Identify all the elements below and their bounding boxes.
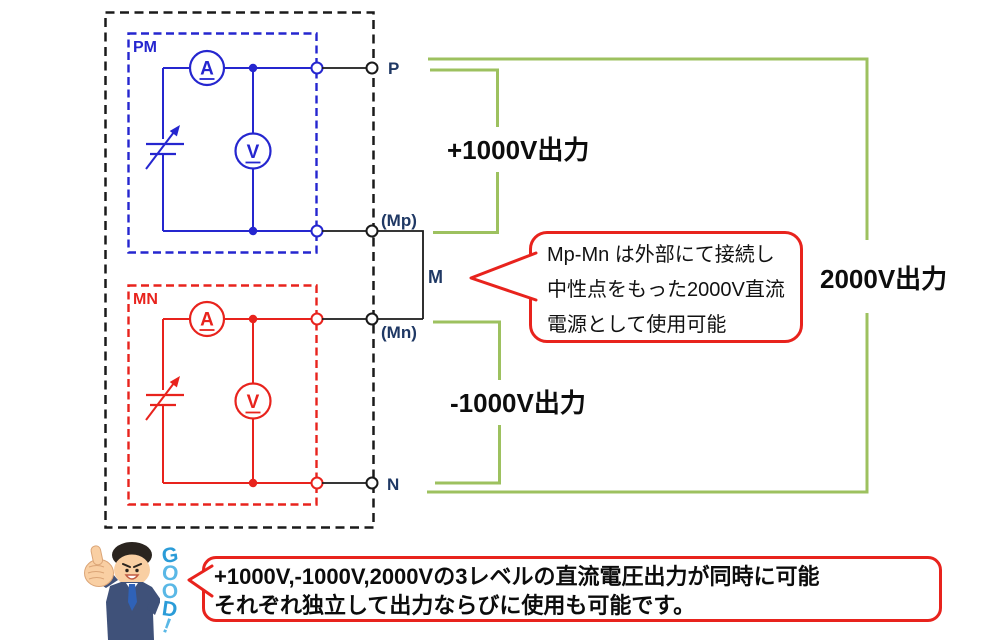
- outer-enclosure-box: [104, 11, 375, 529]
- terminal-mn: [365, 312, 379, 326]
- terminal-label-m: M: [428, 267, 443, 287]
- callout-line: 中性点をもった2000V直流: [547, 279, 785, 301]
- output-brackets: [427, 57, 869, 494]
- pm-unit: PM A V: [127, 32, 324, 254]
- mn-junction-dot: [248, 314, 258, 324]
- pm-voltmeter-label: V: [247, 142, 260, 163]
- bracket-minus-1000: [433, 320, 501, 485]
- mn-adjust-arrow: [145, 382, 175, 421]
- pm-ammeter-icon: [188, 49, 226, 87]
- bracket-2000: [427, 57, 869, 494]
- mn-box: [127, 284, 318, 506]
- pm-junction-dot: [248, 63, 258, 73]
- mn-voltmeter-icon: [234, 382, 272, 420]
- bracket-plus-1000: [430, 68, 499, 234]
- person-finger-lines: [87, 565, 105, 580]
- output-label-2000: 2000V出力: [820, 264, 947, 294]
- pm-box: [127, 32, 318, 254]
- mn-ammeter-label: A: [200, 310, 214, 331]
- mn-terminal-bottom: [310, 476, 324, 490]
- banner-tail: [187, 564, 214, 598]
- pm-label: PM: [133, 39, 157, 56]
- terminal-mp: [365, 224, 379, 238]
- banner-line: +1000V,-1000V,2000Vの3レベルの直流電圧出力が同時に可能: [214, 564, 820, 589]
- pm-wires: [162, 67, 317, 232]
- terminal-label-n: N: [387, 475, 399, 494]
- mn-terminal-top: [310, 312, 324, 326]
- person-face: [114, 554, 150, 586]
- pm-ammeter-label: A: [200, 59, 214, 80]
- terminal-wires: [322, 67, 366, 484]
- output-label-plus-1000: +1000V出力: [447, 135, 589, 165]
- mn-adjust-arrowhead: [169, 376, 180, 388]
- callout-bubble: Mp-Mn は外部にて接続し 中性点をもった2000V直流 電源として使用可能: [529, 231, 803, 343]
- terminal-label-mn: (Mn): [381, 323, 417, 342]
- mn-wires: [162, 318, 317, 484]
- pm-adjust-arrow: [145, 131, 175, 170]
- callout-line: Mp-Mn は外部にて接続し: [547, 244, 775, 266]
- summary-banner: +1000V,-1000V,2000Vの3レベルの直流電圧出力が同時に可能 それ…: [202, 556, 942, 622]
- person-suit: [106, 582, 154, 640]
- person-thumb-up-icon: [90, 545, 104, 566]
- pm-junction-dot: [248, 226, 258, 236]
- banner-line: それぞれ独立して出力ならびに使用も可能です。: [214, 593, 696, 618]
- mn-junction-dot: [248, 478, 258, 488]
- output-wiring: P (Mp) M (Mn) N: [322, 59, 443, 494]
- mp-mn-external-link-wire: [378, 230, 424, 320]
- mn-label: MN: [133, 291, 158, 308]
- person-smile: [124, 574, 140, 580]
- person-tie: [128, 584, 137, 611]
- terminal-n: [365, 476, 379, 490]
- pm-voltmeter-icon: [234, 132, 272, 170]
- person-eye: [125, 568, 129, 573]
- pm-terminal-bottom: [310, 224, 324, 238]
- terminal-label-mp: (Mp): [381, 211, 417, 230]
- mn-unit: MN A V: [127, 284, 324, 506]
- person-arm-akimbo: [147, 587, 160, 615]
- output-label-minus-1000: -1000V出力: [450, 388, 586, 418]
- callout-line: 電源として使用可能: [547, 314, 727, 336]
- pm-terminal-top: [310, 61, 324, 75]
- person-eye: [135, 568, 139, 573]
- mn-voltmeter-label: V: [247, 392, 260, 413]
- person-eyebrows: [122, 563, 142, 568]
- callout-tail: [469, 251, 538, 302]
- pm-adjust-arrowhead: [169, 125, 180, 137]
- terminal-label-p: P: [388, 59, 399, 78]
- thumbs-up-person: [84, 542, 160, 640]
- terminal-p: [365, 61, 379, 75]
- mn-ammeter-icon: [188, 300, 226, 338]
- good-badge: G O O D !: [157, 543, 183, 638]
